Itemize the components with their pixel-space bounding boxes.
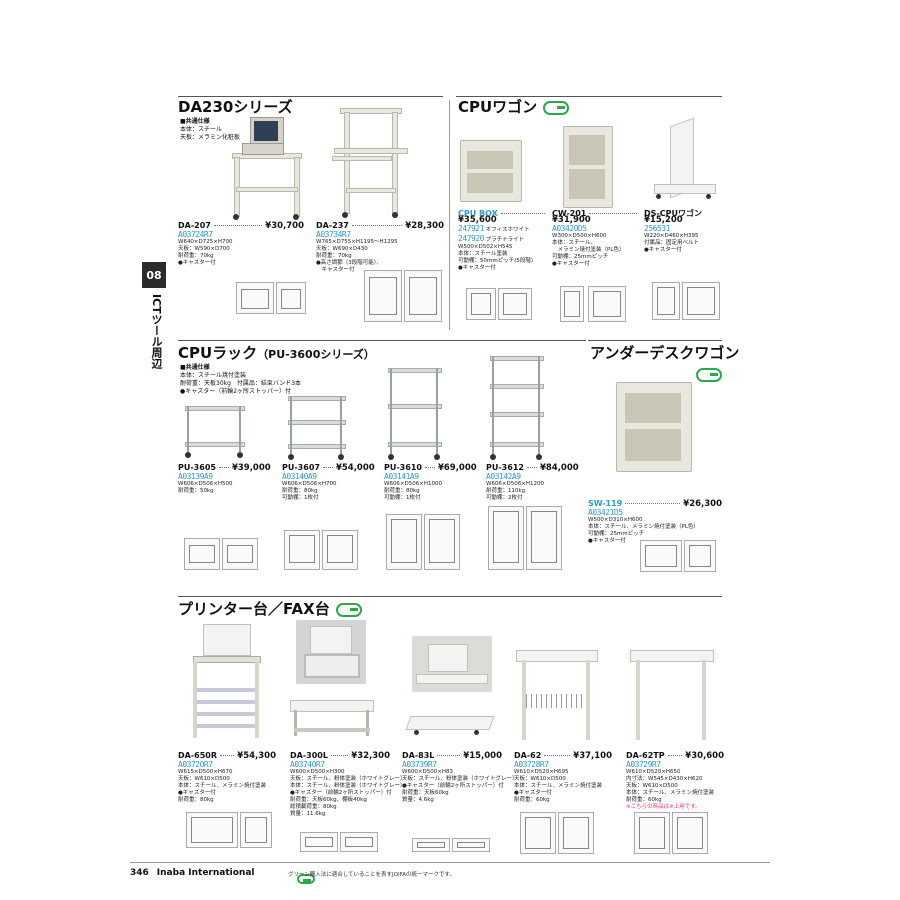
product-da237: DA-237¥28,300 A03734R7 W765×D755×H1195～H… — [316, 221, 444, 274]
da62-image — [512, 650, 602, 746]
chapter-label: ICTツール周辺 — [150, 294, 163, 369]
green-mark-icon — [543, 100, 570, 115]
pu3607-image — [288, 394, 348, 460]
da650r-image — [185, 624, 269, 744]
product-da207: DA-207¥30,700 A03724R7 W640×D725×H700 天板… — [178, 221, 304, 267]
da62tp-image — [626, 650, 718, 746]
product-da62: DA-62¥37,100 A03728R7 W610×D520×H695 天板：… — [514, 751, 612, 804]
pu3607-diagram-front — [284, 530, 320, 570]
page-number: 346 — [130, 868, 149, 878]
product-pu3605: PU-3605¥39,000 A03139A9 W606×D506×H500 耐… — [178, 463, 271, 495]
green-mark-icon — [335, 602, 362, 617]
da230-common-spec: ■共通仕様 本体：スチール 天板：メラミン化粧板 — [180, 118, 241, 141]
section-title-printer: プリンター台／FAX台 — [178, 598, 362, 619]
da207-diagram-front — [236, 282, 274, 314]
dscpu-diagram-front — [652, 282, 680, 320]
product-da300l: DA-300L¥32,300 A03740R7 W600×D500×H300 天… — [290, 751, 406, 818]
green-mark-icon — [696, 367, 722, 382]
product-da650r: DA-650R¥54,300 A03720R7 W615×D500×H670 天… — [178, 751, 276, 804]
cw201-image — [563, 126, 613, 208]
product-pu3610: PU-3610¥69,000 A03141A9 W606×D506×H1000 … — [384, 463, 477, 502]
da237-image — [330, 108, 410, 220]
product-da62tp: DA-62TP¥30,600 A03729R7 W610×D520×H650 内… — [626, 751, 724, 811]
product-dscpu: DS-CPUワゴン ¥15,200 256531 W220×D460×H395 … — [644, 209, 702, 254]
da62tp-diagram-side — [672, 812, 708, 854]
da650r-diagram-front — [186, 812, 238, 848]
product-sw119: SW-119¥26,300 A03421D5 W500×D310×H600 本体… — [588, 499, 722, 545]
pu3610-image — [388, 366, 444, 460]
pu3612-diagram-side — [526, 506, 562, 570]
da650r-diagram-side — [240, 812, 272, 848]
section-title-cpu-wagon: CPUワゴン — [458, 96, 570, 117]
product-pu3612: PU-3612¥84,000 A03142A9 W606×D506×H1200 … — [486, 463, 579, 502]
footer-note: グリーン購入法に適合していることを表すJOIFAの統一マークです。 — [288, 872, 456, 878]
da300l-image — [290, 694, 376, 748]
da207-image — [232, 115, 302, 220]
da83l-diagram-front — [412, 838, 450, 852]
chapter-tab: 08 — [142, 262, 166, 288]
da62-diagram-front — [520, 812, 556, 854]
cpubox-diagram-front — [466, 288, 496, 320]
pu3610-diagram-front — [386, 514, 422, 570]
da83l-diagram-side — [452, 838, 490, 852]
da237-diagram-front — [364, 270, 402, 322]
product-cpubox: CPU BOX ¥35,600 247921 オフィスホワイト 247920 プ… — [458, 210, 548, 272]
section-title-cpu-rack: CPUラック（PU-3600シリーズ） — [178, 344, 375, 362]
section-title-da230: DA230シリーズ — [178, 98, 293, 116]
dscpu-diagram-side — [682, 282, 720, 320]
pu3605-image — [185, 404, 247, 458]
cpu-rack-common-spec: ■共通仕様 本体：スチール焼付塗装 耐荷重：天板30kg 付属品：結束バンド3本… — [180, 364, 302, 395]
page-footer: 346 Inaba International — [130, 868, 255, 878]
da62tp-diagram-front — [634, 812, 670, 854]
da300l-diagram-side — [340, 832, 378, 852]
pu3610-diagram-side — [424, 514, 460, 570]
brand-name: Inaba International — [156, 868, 255, 878]
cpubox-image — [460, 140, 522, 202]
section-title-under-desk: アンダーデスクワゴン — [590, 344, 740, 362]
pu3612-diagram-front — [488, 506, 524, 570]
da300l-diagram-front — [300, 832, 338, 852]
sw119-diagram-front — [640, 540, 682, 572]
da62-diagram-side — [558, 812, 594, 854]
da83l-printer-image — [412, 636, 492, 692]
product-da83l: DA-83L¥15,000 A03739R7 W600×D500×H83 天板：… — [402, 751, 518, 804]
cw201-diagram-front — [560, 286, 584, 322]
product-cw201: CW-201 ¥31,900 A03420D5 W300×D500×H600 本… — [552, 210, 640, 268]
cw201-diagram-side — [588, 286, 626, 322]
pu3607-diagram-side — [322, 530, 358, 570]
sw119-image — [616, 382, 692, 472]
product-pu3607: PU-3607¥54,000 A03140A9 W606×D506×H700 耐… — [282, 463, 375, 502]
cpubox-diagram-side — [498, 288, 532, 320]
da207-diagram-side — [276, 282, 306, 314]
pu3605-diagram-side — [222, 538, 258, 570]
green-mark-icon — [297, 873, 316, 884]
dscpu-image — [650, 117, 718, 204]
sw119-diagram-side — [684, 540, 716, 572]
pu3605-diagram-front — [184, 538, 220, 570]
pu3612-image — [490, 354, 546, 460]
da83l-image — [404, 712, 495, 746]
da237-diagram-side — [404, 270, 442, 322]
da300l-printer-image — [296, 620, 366, 684]
